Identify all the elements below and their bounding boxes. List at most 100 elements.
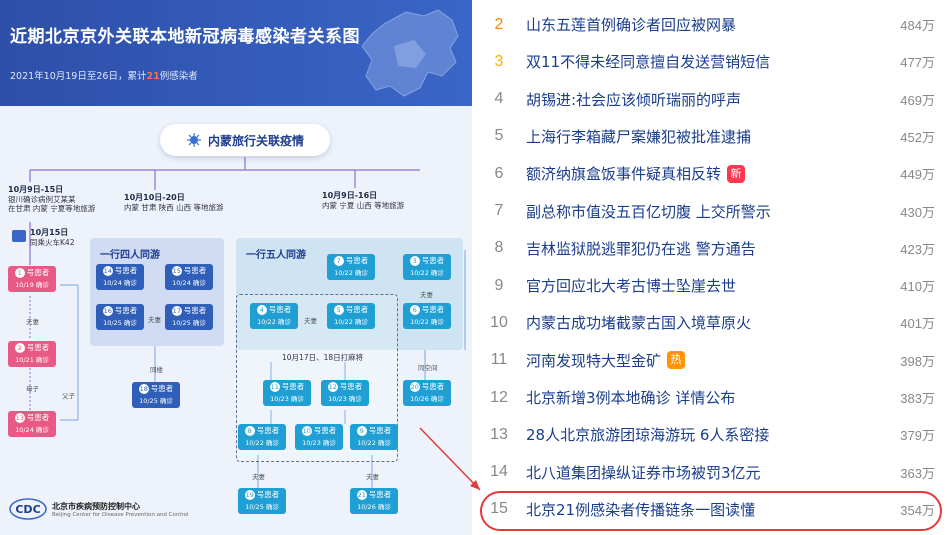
hot-title-link[interactable]: 北京21例感染者传播链条一图读懂	[526, 500, 756, 519]
relation-spouse-1-2: 夫妻	[26, 318, 39, 326]
hot-item-11[interactable]: 11 河南发现特大型金矿热 398万	[472, 342, 947, 379]
hot-title-link[interactable]: 副总称市值没五百亿切腹 上交所警示	[526, 202, 771, 221]
hot-title-link[interactable]: 北八道集团操纵证券市场被罚3亿元	[526, 463, 761, 482]
hot-rank: 9	[494, 276, 504, 294]
relation-father-son: 父子	[62, 392, 75, 400]
relation-diagram: 近期北京京外关联本地新冠病毒感染者关系图 2021年10月19日至26日，累计2…	[0, 0, 472, 535]
hot-count: 423万	[900, 241, 935, 257]
hot-count: 452万	[900, 129, 935, 145]
hot-title-link[interactable]: 吉林监狱脱逃罪犯仍在逃 警方通告	[526, 239, 756, 258]
hot-title-link[interactable]: 上海行李箱藏尸案嫌犯被批准逮捕	[526, 127, 752, 146]
beijing-map-icon	[361, 9, 459, 97]
branch-1-note: 10月9日-15日银川确诊病例艾某某在甘肃 内蒙 宁夏等地旅游	[8, 185, 96, 214]
hot-count: 469万	[900, 92, 935, 108]
hot-rank: 3	[494, 52, 504, 70]
diagram-title: 近期北京京外关联本地新冠病毒感染者关系图	[10, 27, 360, 47]
hot-rank: 2	[494, 15, 504, 33]
relation-spouse-9-21: 夫妻	[366, 473, 379, 481]
group-four-title: 一行四人同游	[100, 250, 160, 261]
hot-rank: 7	[494, 202, 504, 219]
org-name-cn: 北京市疾病预防控制中心	[52, 501, 140, 511]
hot-title-link[interactable]: 胡锡进:社会应该倾听瑞丽的呼声	[526, 90, 742, 109]
hot-rank: 13	[490, 425, 508, 443]
org-name-en: Beijing Center for Disease Prevention an…	[52, 511, 189, 518]
cdc-logo-icon: CDC	[9, 498, 47, 520]
hot-item-3[interactable]: 3 双11不得未经同意擅自发送营销短信 477万	[472, 43, 947, 80]
relation-same-space: 同空间	[418, 364, 438, 372]
train-icon	[12, 230, 26, 242]
highlight-circle	[480, 491, 942, 531]
hot-count: 477万	[900, 55, 935, 71]
relation-spouse-16-17: 夫妻	[148, 316, 161, 324]
hot-title-link[interactable]: 山东五莲首例确诊者回应被网暴	[526, 16, 737, 34]
hot-count: 398万	[900, 353, 935, 369]
hub-label: 内蒙旅行关联疫情	[160, 124, 330, 156]
cdc-logo: CDC 北京市疾病预防控制中心 Beijing Center for Disea…	[8, 495, 189, 523]
train-note: 10月15日同乘火车K42	[30, 228, 75, 247]
mahjong-note: 10月17日、18日打麻将	[282, 353, 364, 362]
hot-title-link[interactable]: 内蒙古成功堵截蒙古国入境草原火	[526, 314, 752, 333]
relation-mother-son: 母子	[26, 385, 39, 393]
hot-item-8[interactable]: 8 吉林监狱脱逃罪犯仍在逃 警方通告 423万	[472, 230, 947, 267]
hot-rank: 11	[490, 351, 508, 369]
hot-title-link[interactable]: 河南发现特大型金矿	[526, 351, 662, 370]
hot-rank: 8	[494, 239, 504, 257]
diagram-subtitle: 2021年10月19日至26日，累计21例感染者	[10, 71, 198, 82]
highlight-arrow	[419, 427, 481, 491]
hot-count: 379万	[900, 428, 935, 444]
relation-spouse-8-19: 夫妻	[252, 473, 265, 481]
branch-2-note: 10月10日-20日内蒙 甘肃 陕西 山西 等地旅游	[124, 193, 224, 212]
hot-count: 383万	[900, 391, 935, 406]
group-five-title: 一行五人同游	[246, 250, 306, 261]
hot-rank: 10	[490, 313, 508, 331]
hot-item-9[interactable]: 9 官方回应北大考古博士坠崖去世 410万	[472, 267, 947, 304]
hot-title-link[interactable]: 28人北京旅游团琼海游玩 6人系密接	[526, 426, 770, 445]
hot-item-10[interactable]: 10 内蒙古成功堵截蒙古国入境草原火 401万	[472, 304, 947, 341]
hot-count: 363万	[900, 465, 935, 481]
hot-title-link[interactable]: 额济纳旗盒饭事件疑真相反转	[526, 165, 722, 184]
hot-rank: 5	[494, 127, 504, 145]
hot-badge: 热	[667, 351, 686, 370]
hot-count: 410万	[900, 279, 935, 295]
diagram-header: 近期北京京外关联本地新冠病毒感染者关系图 2021年10月19日至26日，累计2…	[0, 0, 472, 106]
cdc-logo-text: CDC	[15, 503, 40, 516]
relation-spouse-3-6: 夫妻	[420, 291, 433, 299]
hot-count: 430万	[900, 204, 935, 220]
new-badge: 新	[727, 164, 746, 183]
hot-rank: 12	[490, 388, 508, 406]
hot-item-13[interactable]: 13 28人北京旅游团琼海游玩 6人系密接 379万	[472, 416, 947, 453]
hot-item-5[interactable]: 5 上海行李箱藏尸案嫌犯被批准逮捕 452万	[472, 118, 947, 155]
hot-item-7[interactable]: 7 副总称市值没五百亿切腹 上交所警示 430万	[472, 193, 947, 230]
relation-spouse-4-5: 夫妻	[304, 317, 317, 325]
virus-icon	[186, 133, 201, 147]
hot-title-link[interactable]: 双11不得未经同意擅自发送营销短信	[526, 53, 771, 72]
hot-title-link[interactable]: 官方回应北大考古博士坠崖去世	[526, 277, 737, 296]
branch-3-note: 10月9日-16日内蒙 宁夏 山西 等地旅游	[322, 191, 405, 210]
hot-item-12[interactable]: 12 北京新增3例本地确诊 详情公布 383万	[472, 379, 947, 416]
hot-item-14[interactable]: 14 北八道集团操纵证券市场被罚3亿元 363万	[472, 454, 947, 491]
hot-title-link[interactable]: 北京新增3例本地确诊 详情公布	[526, 389, 736, 407]
hot-count: 401万	[900, 316, 935, 332]
hot-rank: 14	[490, 463, 508, 481]
